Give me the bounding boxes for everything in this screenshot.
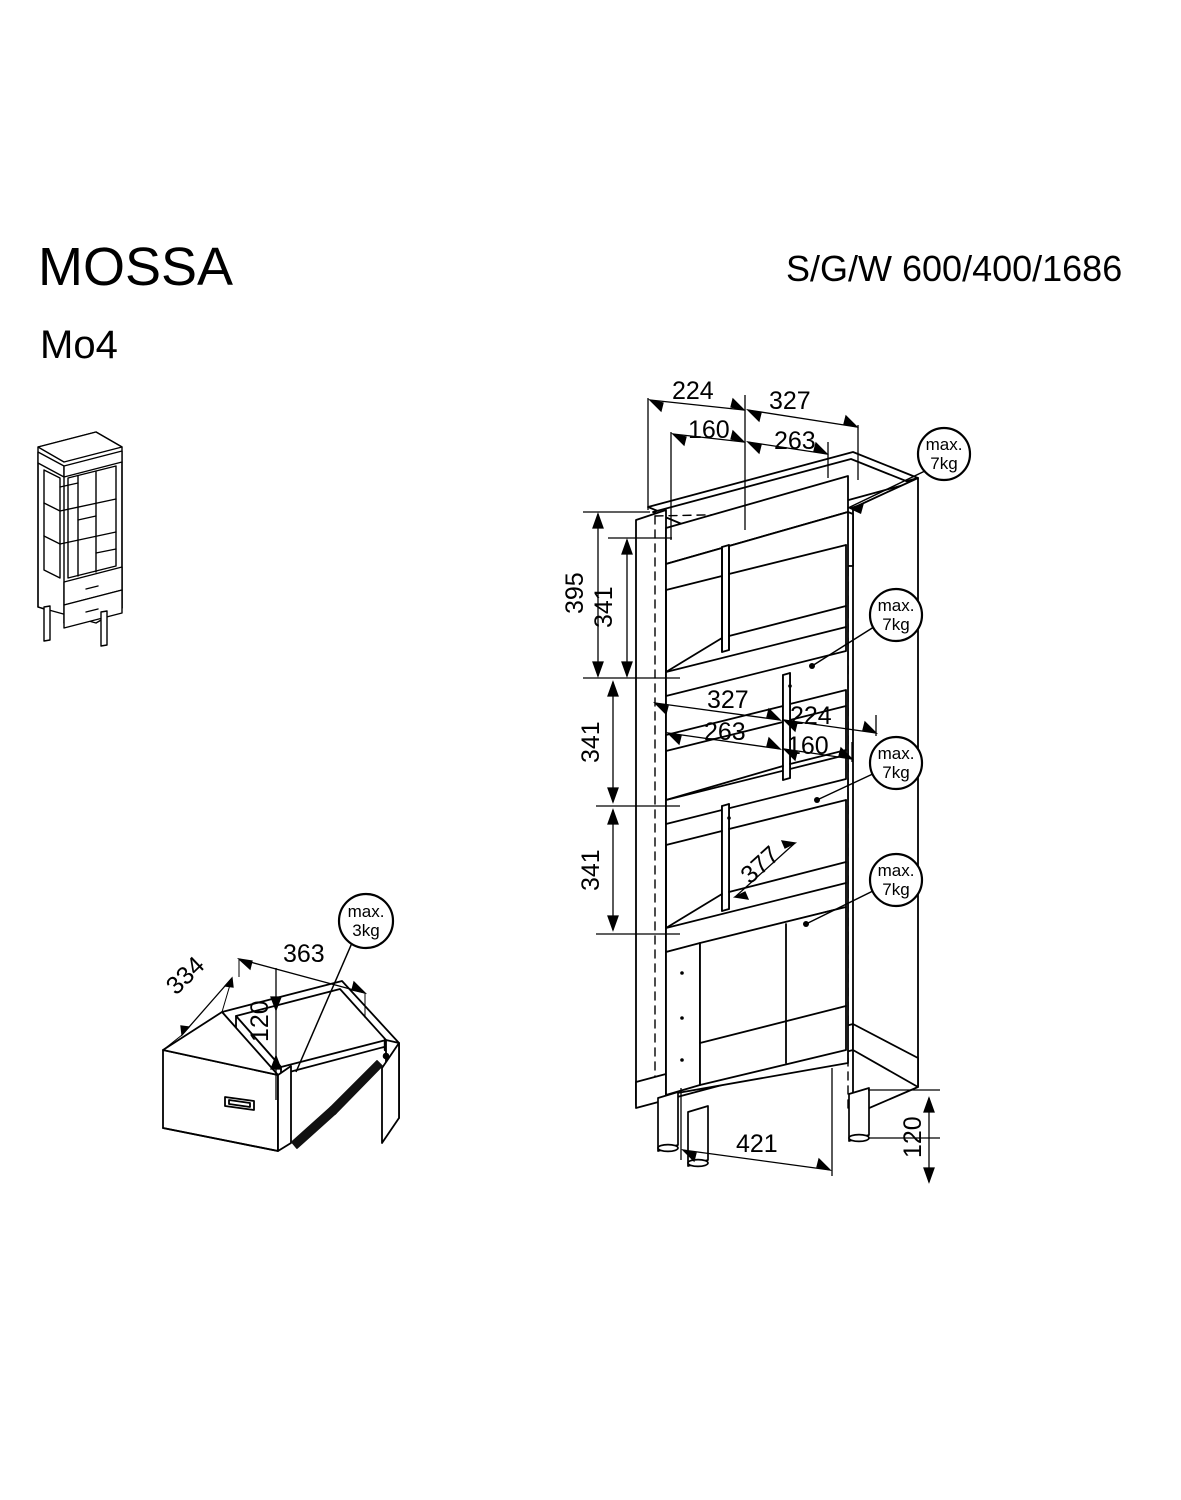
cabinet-diagonal-dimension: [732, 840, 798, 900]
page-title-model: Mo4: [40, 323, 118, 367]
cabinet-vertical-dimensions: [583, 511, 680, 935]
drawer-dim-width: 363: [283, 940, 325, 968]
drawer-badge-line2: 3kg: [352, 921, 379, 940]
cabinet-mid-dim-327: 327: [707, 686, 749, 714]
drawer-badge-line1: max.: [348, 902, 385, 921]
badge-s3-line2: 7kg: [882, 880, 909, 899]
cabinet-middle-dimensions: [652, 701, 879, 762]
drawer-dim-height: 120: [246, 1000, 274, 1042]
badge-s2-line2: 7kg: [882, 763, 909, 782]
drawer-load-badge: max. 3kg: [295, 892, 395, 1073]
badge-s1-line1: max.: [878, 596, 915, 615]
cabinet-dim-341-c: 341: [577, 849, 605, 891]
cabinet-top-dim-263: 263: [774, 427, 816, 455]
badge-top-line1: max.: [926, 435, 963, 454]
cabinet-dim-341-a: 341: [590, 586, 618, 628]
badge-top-line2: 7kg: [930, 454, 957, 473]
thumbnail-cabinet-outline: [37, 431, 123, 647]
badge-s1-line2: 7kg: [882, 615, 909, 634]
drawer-handle-icon: [224, 1096, 255, 1111]
drawer-dimensions: [162, 958, 368, 1100]
badge-s3-line1: max.: [878, 861, 915, 880]
cabinet-top-dim-160: 160: [688, 416, 730, 444]
cabinet-top-dim-224: 224: [672, 377, 714, 405]
cabinet-load-badge-shelf-1: max. 7kg: [809, 587, 924, 669]
cabinet-body: [635, 451, 919, 1116]
cabinet-dim-341-b: 341: [577, 721, 605, 763]
cabinet-dim-395: 395: [561, 572, 589, 614]
cabinet-top-dimensions: [647, 395, 860, 540]
cabinet-load-badge-shelf-2: max. 7kg: [814, 735, 924, 803]
badge-s2-line1: max.: [878, 744, 915, 763]
drawer-runner: [291, 1038, 390, 1149]
cabinet-bottom-dimensions: [680, 1068, 940, 1184]
cabinet-mid-dim-263: 263: [704, 718, 746, 746]
cabinet-load-badge-top: max. 7kg: [847, 426, 972, 514]
drawer-box: [162, 980, 400, 1152]
cabinet-mid-dim-224: 224: [790, 702, 832, 730]
cabinet-top-dim-327: 327: [769, 387, 811, 415]
cabinet-mid-dim-160: 160: [787, 732, 829, 760]
cabinet-dim-120: 120: [899, 1116, 927, 1158]
cabinet-load-badge-shelf-3: max. 7kg: [803, 852, 924, 927]
specification-label: S/G/W 600/400/1686: [786, 248, 1123, 289]
page-title-brand: MOSSA: [38, 237, 234, 297]
cabinet-legs: [657, 1087, 870, 1168]
cabinet-dim-421: 421: [736, 1130, 778, 1158]
